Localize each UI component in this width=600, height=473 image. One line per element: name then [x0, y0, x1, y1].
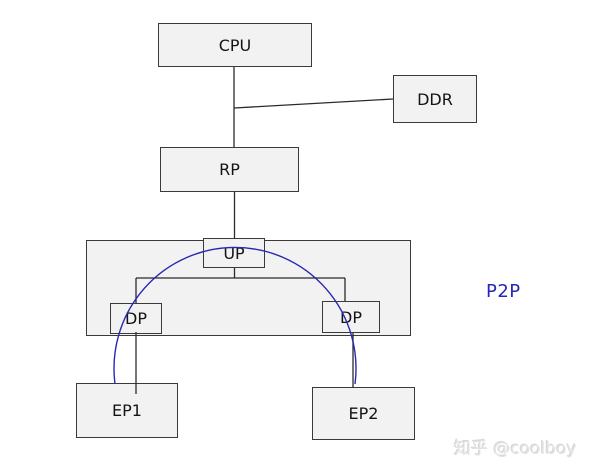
node-up: UP [203, 238, 265, 268]
node-dp-left: DP [110, 303, 162, 334]
node-dp-left-label: DP [125, 309, 147, 328]
node-ddr-label: DDR [417, 89, 453, 109]
node-ep1: EP1 [76, 383, 178, 438]
node-up-label: UP [223, 243, 245, 263]
node-ddr: DDR [393, 75, 477, 123]
node-rp: RP [160, 147, 299, 192]
node-cpu: CPU [158, 23, 312, 67]
node-ep2: EP2 [312, 387, 415, 440]
node-dp-right-label: DP [340, 307, 362, 327]
p2p-annotation-label: P2P [486, 281, 521, 302]
node-cpu-label: CPU [218, 35, 252, 55]
node-ep1-label: EP1 [112, 401, 142, 420]
node-dp-right: DP [322, 301, 380, 333]
edge-cpu-ddr [233, 98, 394, 109]
node-ep2-label: EP2 [348, 404, 379, 423]
zhihu-watermark: 知乎 @coolboy [454, 439, 577, 459]
node-rp-label: RP [219, 160, 240, 179]
